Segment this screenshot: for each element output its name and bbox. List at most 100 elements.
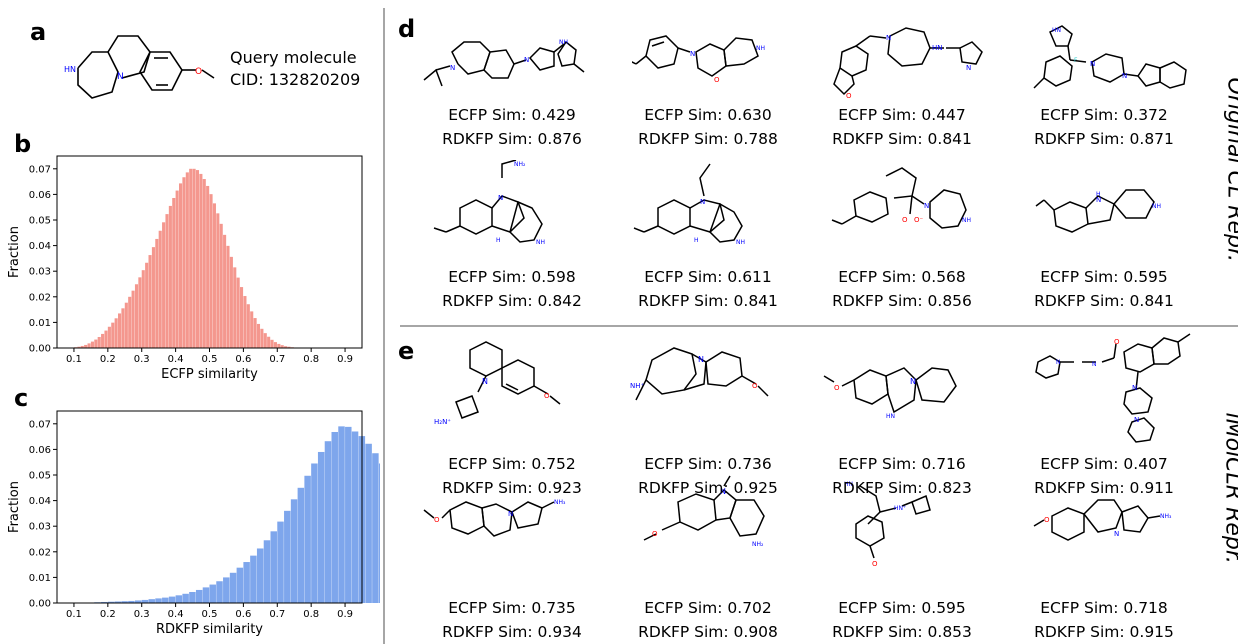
rdkfp-sim: RDKFP Sim: 0.934 xyxy=(442,623,582,641)
svg-text:NH₂: NH₂ xyxy=(514,161,526,168)
rdkfp-hist-bar xyxy=(338,426,345,603)
rdkfp-sim: RDKFP Sim: 0.908 xyxy=(638,623,778,641)
ecfp-sim: ECFP Sim: 0.598 xyxy=(448,268,576,286)
rdkfp-sim: RDKFP Sim: 0.841 xyxy=(638,292,778,310)
svg-text:N: N xyxy=(498,194,503,202)
svg-text:N: N xyxy=(910,377,916,386)
rdkfp-hist-bar xyxy=(162,597,169,603)
rdkfp-hist-ytick-label: 0.07 xyxy=(29,419,51,430)
ecfp-hist-bar xyxy=(287,346,291,348)
svg-text:N: N xyxy=(720,487,726,496)
svg-text:O: O xyxy=(652,530,658,538)
rdkfp-hist-bar xyxy=(175,595,183,603)
rdkfp-hist-bar xyxy=(331,431,338,603)
rdkfp-hist-ytick-label: 0.00 xyxy=(29,599,51,610)
ecfp-hist-bar xyxy=(134,284,139,348)
ecfp-hist-bar xyxy=(219,223,223,348)
molecule-d5: NH₂ N H NH xyxy=(433,160,545,246)
ecfp-hist-bar xyxy=(172,197,176,348)
rdkfp-hist-xtick-label: 0.9 xyxy=(337,609,353,620)
panel-label-e: e xyxy=(398,337,415,365)
molecule-d4: HN F N N xyxy=(1033,25,1187,89)
rdkfp-sim: RDKFP Sim: 0.876 xyxy=(442,130,582,148)
svg-text:N: N xyxy=(1096,196,1101,204)
ecfp-hist-bar xyxy=(243,296,247,348)
rdkfp-hist-bar xyxy=(284,510,291,603)
ecfp-hist-bar xyxy=(253,318,257,348)
molecule-d8: H N NH xyxy=(1035,189,1161,233)
svg-text:H: H xyxy=(1096,191,1101,198)
svg-text:O: O xyxy=(714,76,720,84)
ecfp-hist-bar xyxy=(90,341,94,348)
ecfp-hist-bar xyxy=(192,168,196,348)
svg-text:O: O xyxy=(1044,516,1050,524)
svg-text:NH₂: NH₂ xyxy=(752,541,764,548)
molecule-d1: N N NH xyxy=(423,39,585,87)
ecfp-hist-bar xyxy=(260,328,264,348)
ecfp-hist-xtick-label: 0.1 xyxy=(66,354,82,365)
rdkfp-hist-bar xyxy=(263,540,271,603)
molecule-e5: O N NH₃ xyxy=(423,499,566,537)
ecfp-hist-xtick-label: 0.4 xyxy=(168,354,184,365)
rdkfp-hist-bar xyxy=(277,521,284,603)
svg-text:O: O xyxy=(872,560,878,568)
ecfp-hist-bar xyxy=(162,222,166,348)
rdkfp-hist-bar xyxy=(209,584,216,603)
rdkfp-hist-bar xyxy=(317,451,325,603)
rdkfp-hist-bar xyxy=(304,475,311,603)
ecfp-hist-bar xyxy=(118,313,122,348)
ecfp-hist-bar xyxy=(87,343,91,348)
ecfp-hist-bar xyxy=(131,290,135,348)
svg-text:H: H xyxy=(496,237,501,244)
rdkfp-hist-bar xyxy=(351,431,359,603)
rdkfp-hist-xtick-label: 0.6 xyxy=(235,609,251,620)
svg-text:N: N xyxy=(966,64,971,72)
ecfp-hist-xtick-label: 0.3 xyxy=(134,354,150,365)
rdkfp-hist-xtick-label: 0.1 xyxy=(66,609,82,620)
rdkfp-hist-ytick-label: 0.01 xyxy=(29,573,51,584)
svg-text:NH: NH xyxy=(756,45,765,52)
rdkfp-hist-ytick-label: 0.05 xyxy=(29,471,51,482)
ecfp-hist-bar xyxy=(158,230,162,348)
ecfp-hist-xtick-label: 0.9 xyxy=(337,354,353,365)
ecfp-hist-bar xyxy=(280,345,284,348)
rdkfp-hist-bar xyxy=(270,531,277,603)
svg-text:NH⁺: NH⁺ xyxy=(630,382,645,390)
rdkfp-sim: RDKFP Sim: 0.915 xyxy=(1034,623,1174,641)
ecfp-hist-bar xyxy=(182,177,186,348)
rdkfp-hist-ytick-label: 0.04 xyxy=(29,496,51,507)
ecfp-hist-bar xyxy=(240,287,244,348)
rdkfp-hist-bar xyxy=(134,600,142,603)
ecfp-hist-bar xyxy=(229,256,233,348)
svg-text:NH: NH xyxy=(536,239,545,246)
svg-text:N: N xyxy=(698,355,704,364)
svg-text:N: N xyxy=(524,56,529,64)
ecfp-hist-xtick-label: 0.7 xyxy=(269,354,285,365)
rdkfp-hist-bar xyxy=(250,555,257,603)
ecfp-sim: ECFP Sim: 0.595 xyxy=(1040,268,1168,286)
ecfp-hist-bar xyxy=(107,326,111,348)
ecfp-hist-xlabel: ECFP similarity xyxy=(161,367,258,382)
side-label-imolclr: iMolCLR Repr. xyxy=(1220,412,1238,564)
ecfp-hist-bar xyxy=(77,346,81,348)
svg-text:N: N xyxy=(117,72,124,82)
ecfp-hist-bar xyxy=(202,179,206,348)
query-label-line1: Query molecule xyxy=(230,48,357,67)
rdkfp-hist-bar xyxy=(189,591,196,603)
svg-text:N: N xyxy=(886,34,891,42)
svg-text:HN: HN xyxy=(1052,27,1061,34)
rdkfp-sim: RDKFP Sim: 0.856 xyxy=(832,292,972,310)
ecfp-hist-bar xyxy=(111,322,115,348)
rdkfp-sim: RDKFP Sim: 0.853 xyxy=(832,623,972,641)
svg-text:HN: HN xyxy=(844,481,853,488)
rdkfp-hist-xtick-label: 0.3 xyxy=(134,609,150,620)
rdkfp-sim: RDKFP Sim: 0.923 xyxy=(442,479,582,497)
rdkfp-sim: RDKFP Sim: 0.823 xyxy=(832,479,972,497)
svg-text:O: O xyxy=(195,67,202,77)
rdkfp-hist-bar xyxy=(365,443,372,603)
